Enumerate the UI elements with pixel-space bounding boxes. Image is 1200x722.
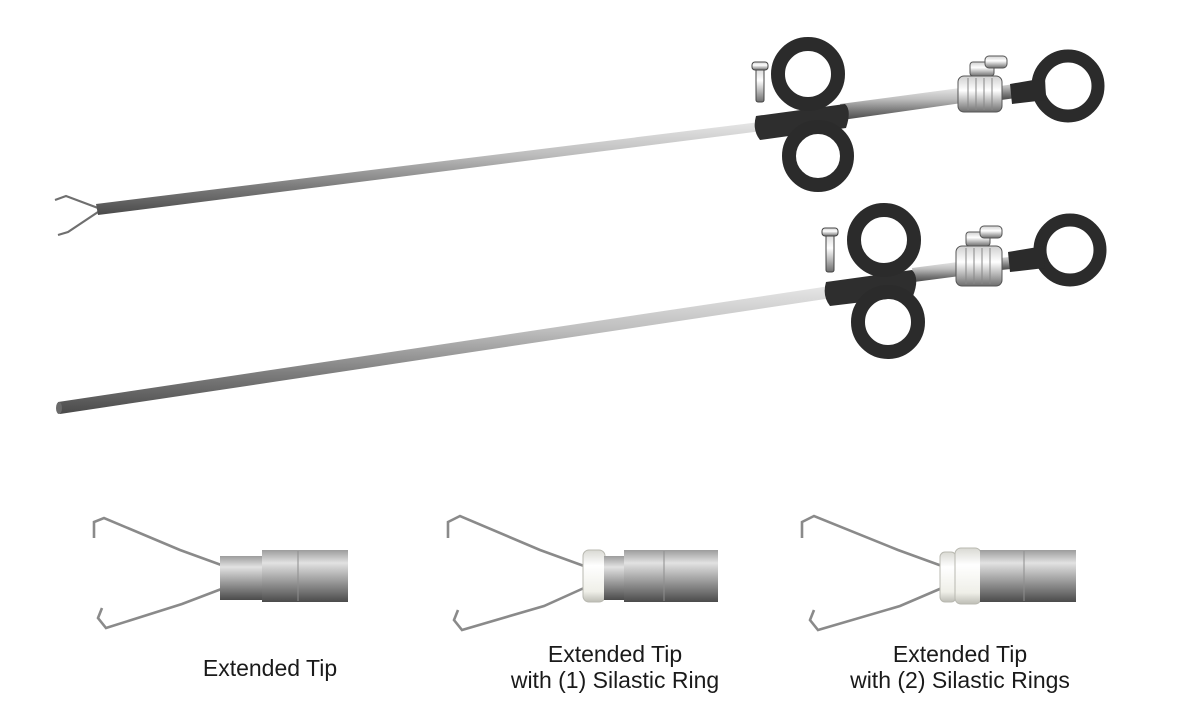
tip-detail-two-rings — [800, 514, 1076, 632]
grasper-jaw-wire — [54, 194, 99, 210]
tip-collar — [604, 556, 626, 600]
finger-ring-lower — [851, 285, 925, 359]
tip-tube — [262, 550, 348, 602]
silastic-ring — [582, 549, 606, 603]
caption-line: with (2) Silastic Rings — [850, 667, 1070, 693]
caption-extended-tip: Extended Tip — [170, 655, 370, 681]
caption-line: Extended Tip — [892, 641, 1028, 667]
finger-ring-upper — [771, 37, 845, 111]
silastic-ring — [954, 547, 982, 605]
ratchet-pin — [755, 65, 765, 103]
probe-instrument-bottom — [56, 203, 1107, 414]
caption-line: Extended Tip — [202, 655, 338, 681]
rotation-knob — [955, 225, 1003, 287]
grasper-jaw-wire — [800, 514, 943, 568]
finger-ring-upper — [847, 203, 921, 277]
caption-extended-tip-two-rings: Extended Tip with (2) Silastic Rings — [805, 641, 1115, 693]
grasper-jaw-wire — [57, 211, 99, 237]
finger-ring-lower — [782, 120, 854, 192]
thumb-ring — [1033, 213, 1107, 287]
ratchet-pin — [825, 231, 835, 273]
grasper-jaw-wire — [92, 516, 225, 568]
caption-line: with (1) Silastic Ring — [510, 667, 720, 693]
tip-tube — [980, 550, 1076, 602]
thumb-ring — [1031, 49, 1105, 123]
instrument-shaft — [58, 286, 832, 414]
caption-extended-tip-one-ring: Extended Tip with (1) Silastic Ring — [470, 641, 760, 693]
tip-detail-one-ring — [446, 514, 718, 632]
tip-detail-plain — [92, 516, 348, 630]
grasper-instrument-top — [54, 37, 1105, 237]
caption-line: Extended Tip — [547, 641, 683, 667]
rotation-knob — [957, 55, 1008, 113]
grasper-jaw-wire — [446, 514, 585, 568]
instrument-shaft — [96, 122, 762, 215]
instrument-shaft-rear — [840, 88, 962, 120]
instrument-shaft-rear — [912, 262, 960, 282]
tip-collar — [220, 556, 264, 600]
finger-handle — [754, 104, 849, 140]
tip-tube — [624, 550, 718, 602]
silastic-ring — [939, 551, 957, 603]
